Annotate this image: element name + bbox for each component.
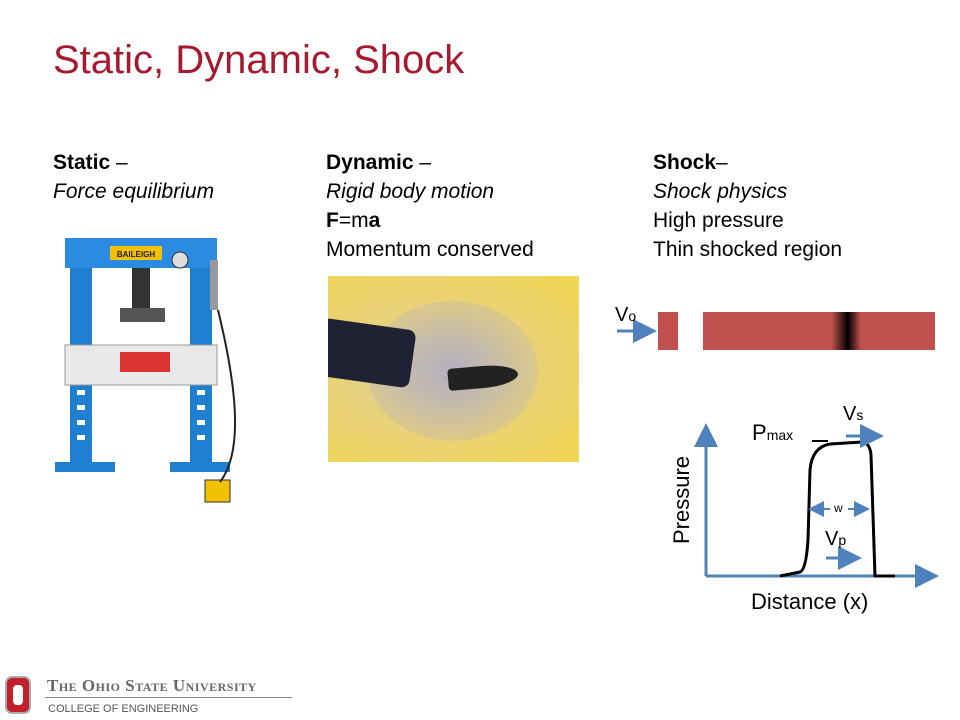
osu-logo [5, 676, 31, 714]
dynamic-line: Momentum conserved [326, 238, 534, 261]
dash: – [110, 151, 128, 174]
formula-eq: =m [338, 209, 369, 232]
shock-line: High pressure [653, 209, 784, 232]
slide-title: Static, Dynamic, Shock [53, 38, 465, 82]
svg-text:BAILEIGH: BAILEIGH [117, 250, 155, 259]
shock-column: Shock– Shock physics High pressure Thin … [653, 148, 842, 264]
bullet-photo [328, 276, 579, 462]
impactor-bar [658, 312, 678, 350]
static-column: Static – Force equilibrium [53, 148, 214, 206]
formula-a: a [368, 209, 381, 232]
y-axis-label: Pressure [669, 455, 694, 545]
shock-desc: Shock physics [653, 180, 788, 203]
footer-divider [45, 697, 292, 698]
shock-heading: Shock [653, 151, 717, 174]
shock-line: Thin shocked region [653, 238, 843, 261]
x-axis-label: Distance (x) [751, 589, 869, 614]
vs-label: Vs [843, 403, 864, 425]
newton-formula: F=ma [326, 206, 534, 235]
formula-f: F [326, 209, 339, 232]
v0-label: Vo [615, 304, 637, 326]
pmax-label: Pmax [752, 420, 794, 445]
dash: – [716, 151, 728, 174]
static-heading: Static [53, 151, 111, 174]
university-name: The Ohio State University [47, 676, 257, 695]
w-label: w [834, 501, 843, 515]
college-name: COLLEGE OF ENGINEERING [48, 703, 199, 715]
dynamic-column: Dynamic – Rigid body motion F=ma Momentu… [326, 148, 534, 264]
dynamic-heading: Dynamic [326, 151, 414, 174]
hydraulic-press-image: BAILEIGH [55, 238, 237, 503]
dynamic-desc: Rigid body motion [326, 180, 495, 203]
vp-label: Vp [825, 528, 847, 550]
shock-front [803, 312, 871, 350]
press-label-plate [110, 246, 162, 260]
static-desc: Force equilibrium [53, 180, 215, 203]
dash: – [413, 151, 432, 174]
